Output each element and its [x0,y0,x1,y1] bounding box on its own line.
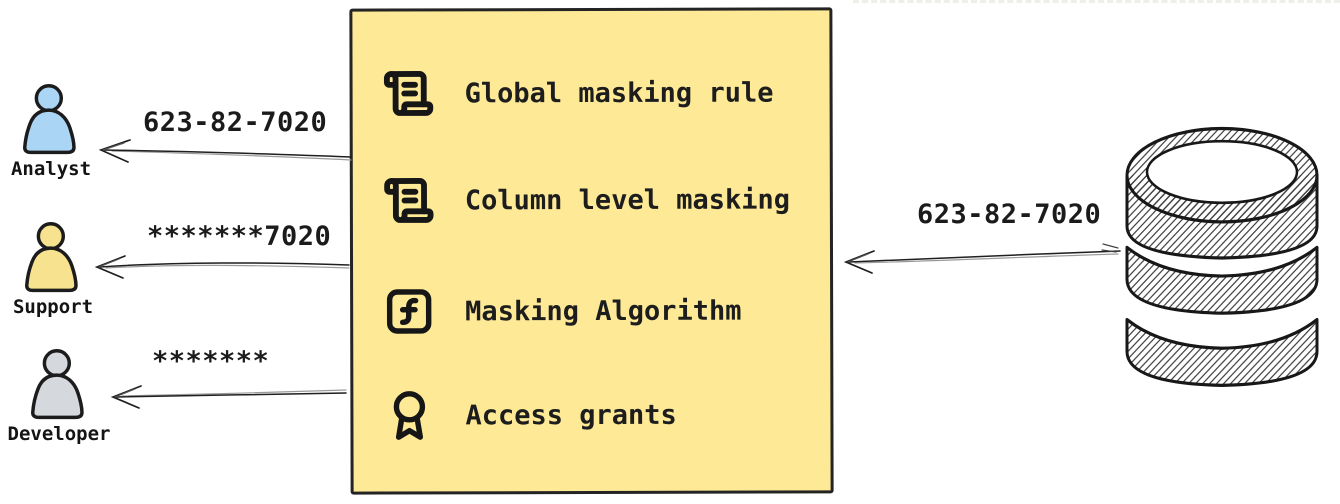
actor-support: Support [0,222,123,318]
actor-label-developer: Developer [7,423,111,445]
masked-value-developer: ******* [152,346,270,377]
scroll-text-icon [383,67,435,119]
arrow-to-developer [110,385,347,409]
person-icon [25,222,78,293]
rule-label: Column level masking [464,183,791,216]
masked-value-support: *******7020 [147,221,332,252]
arrow-to-support [94,255,350,279]
person-icon [31,349,84,420]
rule-label: Masking Algorithm [465,295,742,327]
rule-item-masking-algorithm: Masking Algorithm [383,281,822,340]
source-value: 623-82-7020 [917,199,1102,230]
person-icon [23,84,76,155]
masking-rules-box: Global masking rule Column level masking… [349,7,834,495]
rule-item-global-masking: Global masking rule [383,63,822,122]
dashed-border-fragment [853,0,1340,3]
award-icon [383,389,435,441]
actor-analyst: Analyst [0,84,121,180]
database-icon [1122,120,1322,396]
scroll-text-icon [383,174,435,226]
actor-developer: Developer [0,349,129,445]
actor-label-analyst: Analyst [10,158,92,180]
arrow-to-analyst [98,139,352,163]
rule-item-access-grants: Access grants [383,385,822,444]
arrow-from-database [843,243,1121,274]
rule-label: Global masking rule [464,77,774,109]
rule-item-column-masking: Column level masking [383,170,822,229]
masked-value-analyst: 623-82-7020 [143,107,328,138]
function-square-icon [383,285,435,337]
rule-label: Access grants [465,399,677,431]
actor-label-support: Support [12,296,94,318]
